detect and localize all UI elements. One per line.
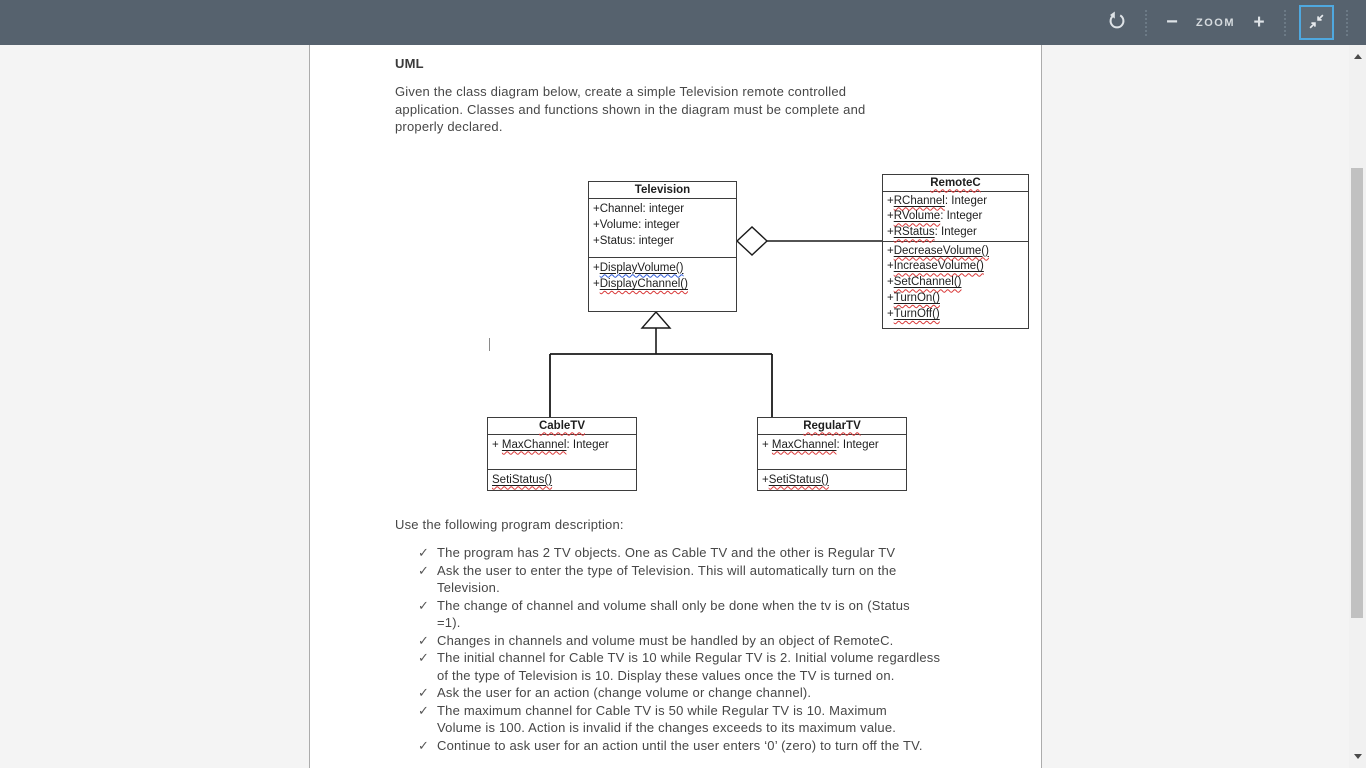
- uml-attribute: +Volume: integer: [593, 218, 680, 231]
- checkmark-icon: ✓: [418, 632, 430, 648]
- text-cursor-caret: [489, 337, 490, 351]
- methods-section: +DisplayVolume() +DisplayChannel(): [589, 258, 736, 311]
- class-title: CableTV: [488, 418, 636, 435]
- vertical-scrollbar[interactable]: [1349, 45, 1366, 768]
- collapse-arrows-icon: [1308, 13, 1325, 33]
- toolbar-divider: [1284, 9, 1286, 36]
- requirement-item: ✓ The maximum channel for Cable TV is 50…: [418, 702, 897, 736]
- uml-method: +DecreaseVolume(): [887, 244, 989, 257]
- class-title: RemoteC: [883, 175, 1028, 192]
- attributes-section: + MaxChannel: Integer: [488, 435, 636, 470]
- uml-method: +DisplayChannel(): [593, 277, 688, 290]
- scroll-down-arrow-icon[interactable]: [1349, 748, 1366, 765]
- uml-attribute: +RStatus: Integer: [887, 226, 977, 239]
- methods-section: +DecreaseVolume() +IncreaseVolume() +Set…: [883, 242, 1028, 328]
- document-page: UML Given the class diagram below, creat…: [309, 45, 1042, 768]
- attributes-section: +Channel: integer +Volume: integer +Stat…: [589, 199, 736, 258]
- refresh-button[interactable]: [1102, 8, 1132, 38]
- attributes-section: + MaxChannel: Integer: [758, 435, 906, 470]
- uml-method: +IncreaseVolume(): [887, 260, 984, 273]
- viewer-toolbar: − ZOOM +: [0, 0, 1366, 45]
- scroll-up-arrow-icon[interactable]: [1349, 48, 1366, 65]
- requirement-item: ✓ Ask the user for an action (change vol…: [418, 685, 812, 700]
- checkmark-icon: ✓: [418, 597, 430, 613]
- attributes-section: +RChannel: Integer +RVolume: Integer +RS…: [883, 192, 1028, 242]
- class-title: Television: [589, 182, 736, 199]
- class-title: RegularTV: [758, 418, 906, 435]
- refresh-icon: [1106, 10, 1128, 35]
- checkmark-icon: ✓: [418, 545, 430, 560]
- uml-attribute: + MaxChannel: Integer: [492, 438, 609, 451]
- requirement-item: ✓ The program has 2 TV objects. One as C…: [418, 545, 896, 560]
- uml-method: +TurnOff(): [887, 308, 940, 321]
- uml-attribute: +RVolume: Integer: [887, 210, 983, 223]
- class-box-television: Television +Channel: integer +Volume: in…: [588, 180, 737, 312]
- class-box-regulartv: RegularTV + MaxChannel: Integer +SetiSta…: [757, 416, 907, 491]
- uml-attribute: + MaxChannel: Integer: [762, 438, 879, 451]
- requirements-list: ✓ The program has 2 TV objects. One as C…: [418, 544, 1001, 754]
- class-box-remotec: RemoteC +RChannel: Integer +RVolume: Int…: [882, 173, 1029, 329]
- zoom-label: ZOOM: [1196, 16, 1235, 29]
- checkmark-icon: ✓: [418, 702, 430, 718]
- requirement-item: ✓ Continue to ask user for an action unt…: [418, 737, 923, 753]
- uml-method: +TurnOn(): [887, 292, 940, 305]
- uml-attribute: +RChannel: Integer: [887, 194, 988, 207]
- methods-section: SetiStatus(): [488, 470, 636, 490]
- uml-method: +SetChannel(): [887, 276, 962, 289]
- uml-connectors: [549, 225, 882, 417]
- checkmark-icon: ✓: [418, 562, 430, 578]
- uml-method: +DisplayVolume(): [593, 261, 684, 274]
- toolbar-divider: [1346, 9, 1348, 36]
- zoom-out-button[interactable]: −: [1160, 8, 1184, 38]
- checkmark-icon: ✓: [418, 737, 430, 753]
- requirement-item: ✓ The initial channel for Cable TV is 10…: [418, 650, 941, 683]
- uml-attribute: +Status: integer: [593, 235, 674, 248]
- uml-attribute: +Channel: integer: [593, 202, 685, 215]
- intro-paragraph: Given the class diagram below, create a …: [395, 84, 866, 134]
- requirement-item: ✓ The change of channel and volume shall…: [418, 597, 910, 631]
- toolbar-divider: [1145, 9, 1147, 36]
- checkmark-icon: ✓: [418, 650, 430, 665]
- uml-class-diagram: Television +Channel: integer +Volume: in…: [395, 140, 1029, 510]
- zoom-in-button[interactable]: +: [1247, 8, 1271, 38]
- uml-method: SetiStatus(): [492, 473, 553, 486]
- fit-to-page-button[interactable]: [1299, 5, 1334, 40]
- page-title: UML: [395, 56, 424, 71]
- methods-section: +SetiStatus(): [758, 470, 906, 490]
- class-box-cabletv: CableTV + MaxChannel: Integer SetiStatus…: [487, 416, 637, 491]
- checkmark-icon: ✓: [418, 685, 430, 700]
- scrollbar-thumb[interactable]: [1351, 168, 1363, 618]
- uml-method: +SetiStatus(): [762, 473, 829, 486]
- requirement-item: ✓ Changes in channels and volume must be…: [418, 632, 894, 648]
- requirement-item: ✓ Ask the user to enter the type of Tele…: [418, 562, 897, 596]
- description-label: Use the following program description:: [395, 516, 624, 532]
